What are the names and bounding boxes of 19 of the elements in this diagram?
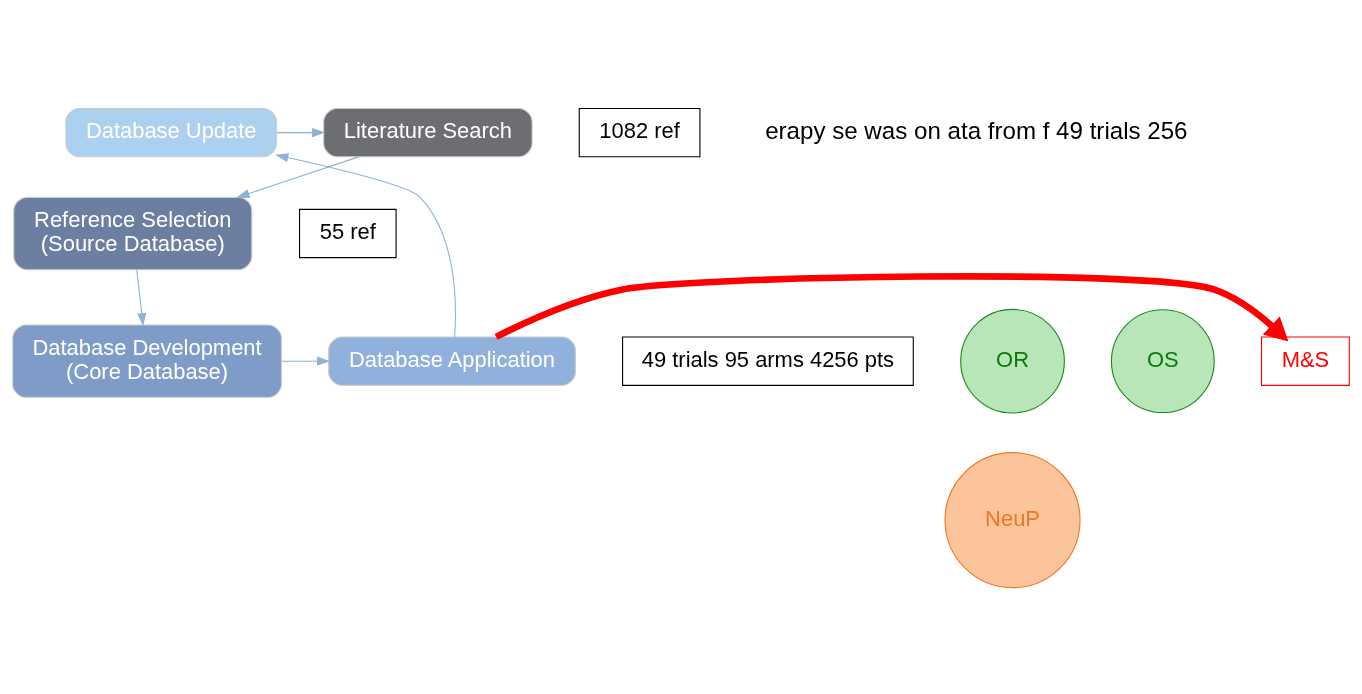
node-box: Database Development (Core Database) <box>12 323 282 398</box>
arrow <box>236 155 360 198</box>
arrow <box>281 356 331 366</box>
node-box: Literature Search <box>323 107 533 157</box>
node-box: Reference Selection (Source Database) <box>13 196 253 270</box>
node-circle: OR <box>960 308 1065 414</box>
node-box: 1082 ref <box>578 107 701 157</box>
node-box: 49 trials 95 arms 4256 pts <box>622 336 914 386</box>
node-box: Database Application <box>328 336 576 386</box>
node-box: Database Update <box>65 107 278 157</box>
node-box: 55 ref <box>299 208 397 258</box>
arrow <box>136 268 147 326</box>
arrow <box>494 272 1289 342</box>
arrow <box>276 127 326 137</box>
label: erapy se was on ata from f 49 trials 256 <box>765 116 1188 144</box>
node-circle: OS <box>1110 308 1215 413</box>
arrow <box>275 152 456 338</box>
node-circle: NeuP <box>944 451 1081 588</box>
node-box: M&S <box>1261 336 1350 386</box>
